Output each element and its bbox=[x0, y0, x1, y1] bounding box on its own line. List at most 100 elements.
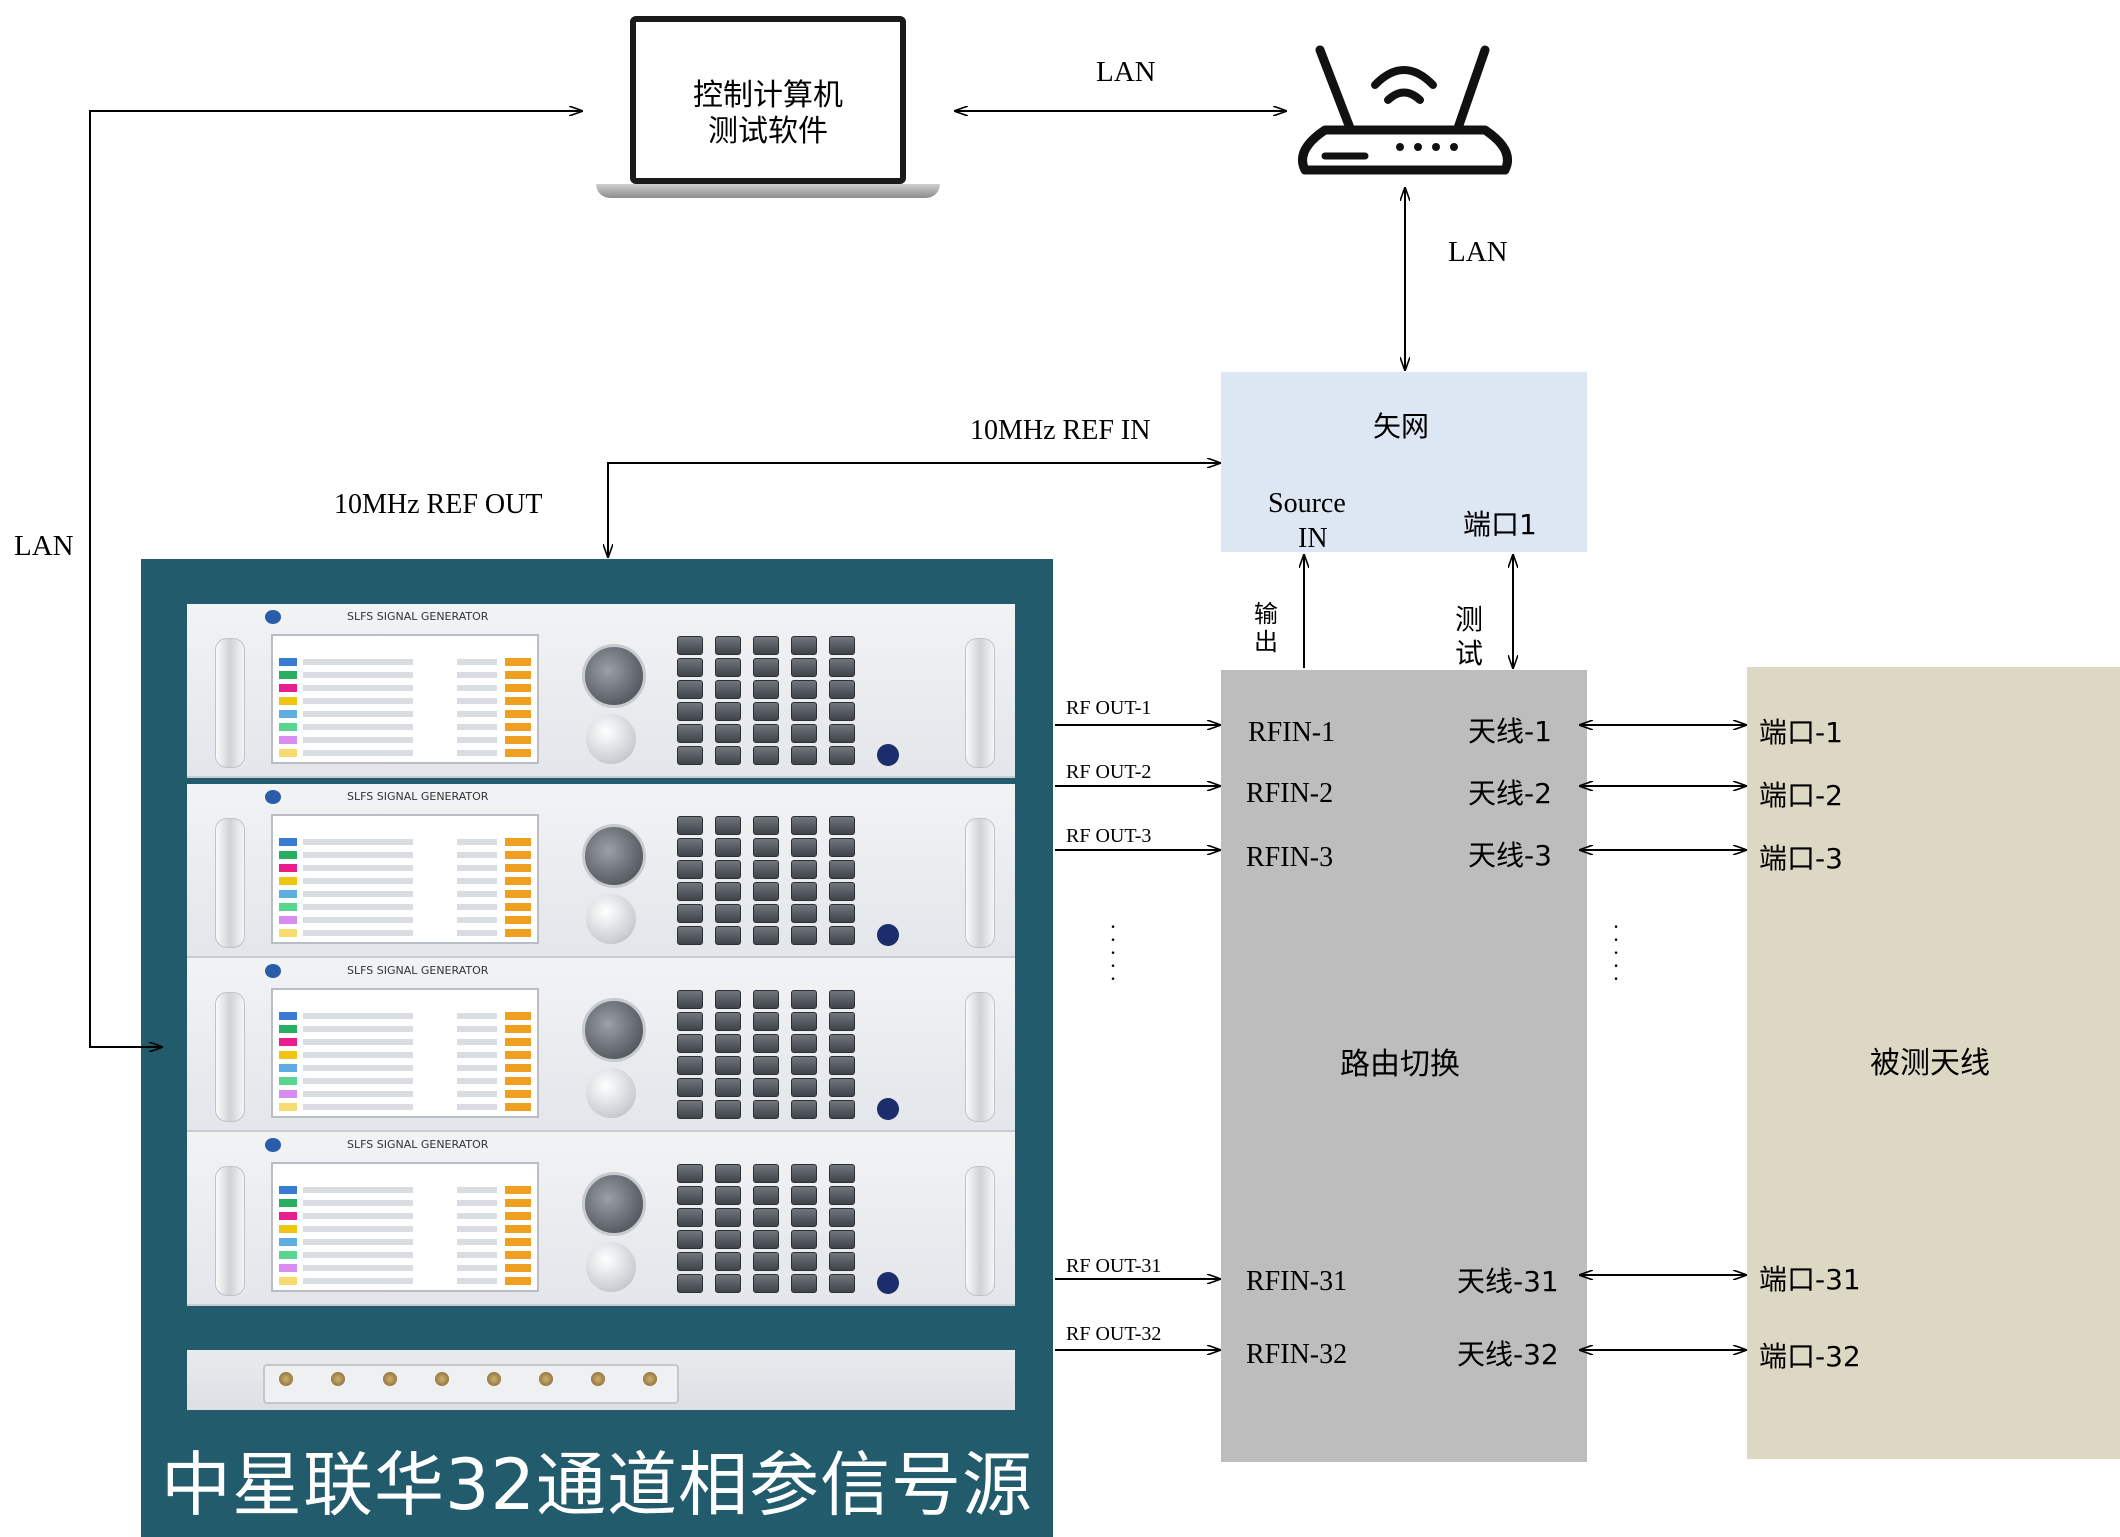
power-button-icon bbox=[877, 924, 899, 946]
level-field bbox=[457, 659, 497, 665]
port-label: 端口-32 bbox=[1759, 1340, 1861, 1373]
signal-generator-unit: SLFS SIGNAL GENERATOR bbox=[187, 958, 1015, 1132]
channel-row bbox=[279, 929, 531, 938]
keypad-key bbox=[791, 746, 817, 765]
channel-row bbox=[279, 851, 531, 860]
keypad-key bbox=[715, 816, 741, 835]
level-field bbox=[457, 724, 497, 730]
keypad-key bbox=[753, 838, 779, 857]
keypad-key bbox=[753, 1056, 779, 1075]
ref-clock-wire bbox=[607, 462, 1220, 557]
level-field bbox=[457, 1039, 497, 1045]
connector-icon bbox=[383, 1372, 397, 1386]
rf-off-badge bbox=[505, 1038, 531, 1046]
channel-tag bbox=[279, 710, 297, 718]
keypad-key bbox=[677, 1056, 703, 1075]
frequency-field bbox=[303, 1065, 413, 1071]
signal-generator-unit: SLFS SIGNAL GENERATOR bbox=[187, 784, 1015, 958]
keypad-key bbox=[791, 1078, 817, 1097]
channel-row bbox=[279, 1264, 531, 1273]
port-label: 端口-3 bbox=[1759, 842, 1843, 875]
keypad-key bbox=[791, 1208, 817, 1227]
rfin-label: RFIN-32 bbox=[1246, 1339, 1348, 1370]
channel-row bbox=[279, 1225, 531, 1234]
rf-off-badge bbox=[505, 929, 531, 937]
level-field bbox=[457, 1265, 497, 1271]
vna-source-in-label: Source bbox=[1268, 488, 1346, 519]
keypad-key bbox=[791, 1164, 817, 1183]
antenna-label: 天线-31 bbox=[1457, 1265, 1559, 1298]
keypad-key bbox=[677, 1274, 703, 1293]
keypad-key bbox=[753, 1034, 779, 1053]
channel-tag bbox=[279, 890, 297, 898]
rf-off-badge bbox=[505, 1012, 531, 1020]
channel-tag bbox=[279, 1077, 297, 1085]
route-switch-box bbox=[1221, 670, 1587, 1462]
frequency-field bbox=[303, 1200, 413, 1206]
navigation-knob-icon bbox=[582, 824, 646, 888]
channel-tag bbox=[279, 1064, 297, 1072]
frequency-field bbox=[303, 737, 413, 743]
keypad-key bbox=[677, 680, 703, 699]
rack-handle bbox=[215, 818, 245, 948]
rf-off-badge bbox=[505, 838, 531, 846]
keypad-key bbox=[791, 1252, 817, 1271]
switch-output-label: 输出 bbox=[1254, 600, 1278, 656]
rf-off-badge bbox=[505, 1199, 531, 1207]
keypad-key bbox=[753, 658, 779, 677]
level-field bbox=[457, 750, 497, 756]
control-computer-line1: 控制计算机 bbox=[693, 78, 843, 113]
channel-tag bbox=[279, 749, 297, 757]
port-label: 端口-1 bbox=[1759, 716, 1843, 749]
keypad-key bbox=[715, 904, 741, 923]
keypad-key bbox=[829, 1186, 855, 1205]
generator-screen bbox=[271, 814, 539, 944]
keypad-key bbox=[677, 1012, 703, 1031]
frequency-field bbox=[303, 750, 413, 756]
power-button-icon bbox=[877, 1098, 899, 1120]
rack-model-label: SLFS SIGNAL GENERATOR bbox=[347, 610, 489, 623]
channel-row bbox=[279, 1186, 531, 1195]
keypad-key bbox=[753, 1012, 779, 1031]
keypad-key bbox=[791, 1034, 817, 1053]
channel-row bbox=[279, 916, 531, 925]
keypad-key bbox=[791, 1056, 817, 1075]
keypad-key bbox=[715, 724, 741, 743]
rf-off-badge bbox=[505, 1051, 531, 1059]
rf-off-badge bbox=[505, 903, 531, 911]
frequency-field bbox=[303, 1013, 413, 1019]
rf-off-badge bbox=[505, 671, 531, 679]
frequency-field bbox=[303, 1039, 413, 1045]
keypad-key bbox=[791, 636, 817, 655]
keypad-key bbox=[677, 1078, 703, 1097]
ellipsis-dots-right: ····· bbox=[1612, 914, 1620, 991]
port-label: 端口-31 bbox=[1759, 1263, 1861, 1296]
channel-tag bbox=[279, 1277, 297, 1285]
channel-tag bbox=[279, 1051, 297, 1059]
keypad-key bbox=[677, 1252, 703, 1271]
keypad-key bbox=[677, 1164, 703, 1183]
frequency-field bbox=[303, 672, 413, 678]
keypad-key bbox=[829, 636, 855, 655]
router-icon bbox=[1298, 45, 1512, 175]
keypad bbox=[677, 990, 867, 1120]
keypad-key bbox=[791, 1274, 817, 1293]
level-field bbox=[457, 1065, 497, 1071]
channel-tag bbox=[279, 1090, 297, 1098]
keypad-key bbox=[829, 1056, 855, 1075]
keypad-key bbox=[753, 1230, 779, 1249]
keypad-key bbox=[715, 1274, 741, 1293]
frequency-field bbox=[303, 878, 413, 884]
rfin-label: RFIN-1 bbox=[1248, 717, 1336, 748]
channel-tag bbox=[279, 1238, 297, 1246]
channel-tag bbox=[279, 929, 297, 937]
brand-logo-icon bbox=[265, 1138, 281, 1152]
lan-top-label: LAN bbox=[1096, 56, 1156, 88]
keypad-key bbox=[829, 816, 855, 835]
connector-icon bbox=[331, 1372, 345, 1386]
keypad-key bbox=[753, 1274, 779, 1293]
keypad-key bbox=[791, 658, 817, 677]
keypad-key bbox=[753, 816, 779, 835]
level-field bbox=[457, 698, 497, 704]
rf-off-badge bbox=[505, 723, 531, 731]
